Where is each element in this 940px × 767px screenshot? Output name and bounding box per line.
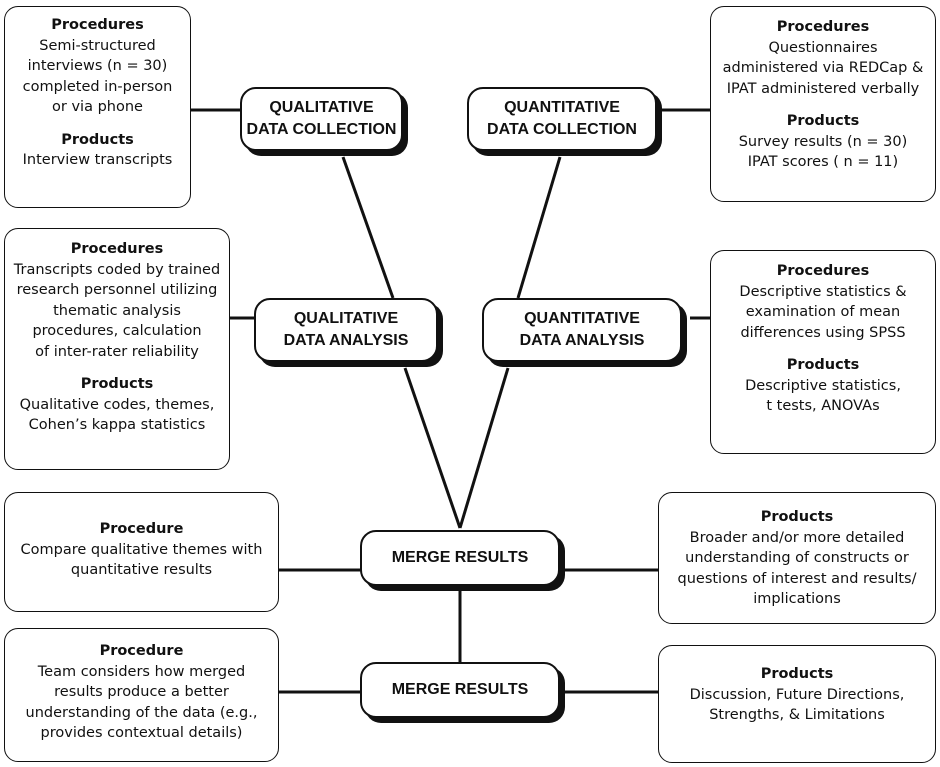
merge-results-box-1: MERGE RESULTS	[360, 530, 560, 586]
stage-label-line: MERGE RESULTS	[391, 549, 529, 566]
note-line: Questionnaires	[768, 39, 878, 56]
stage-label-line: QUALITATIVE	[293, 310, 399, 327]
products-heading: Products	[760, 666, 834, 682]
note-line: completed in-person	[22, 78, 173, 95]
note-line: or via phone	[52, 99, 143, 115]
stage-label-line: QUALITATIVE	[269, 99, 374, 116]
stage-label-line: DATA ANALYSIS	[283, 332, 409, 349]
qualitative-data-analysis-box: QUALITATIVE DATA ANALYSIS	[254, 298, 438, 362]
note-line: examination of mean	[745, 304, 901, 320]
procedures-heading: Procedures	[776, 263, 870, 279]
note-line: interviews (n = 30)	[27, 58, 168, 74]
note-line: questions of interest and results/	[677, 570, 917, 587]
quant-analysis-notes: Procedures Descriptive statistics & exam…	[710, 250, 936, 454]
quant-collection-to-analysis-line	[516, 156, 562, 299]
note-line: Broader and/or more detailed	[689, 529, 905, 546]
stage-label-line: DATA COLLECTION	[487, 121, 637, 138]
note-line: Team considers how merged	[37, 663, 246, 680]
stage-label-line: MERGE RESULTS	[391, 681, 529, 698]
procedure-heading: Procedure	[99, 643, 184, 659]
note-line: t tests, ANOVAs	[766, 398, 880, 414]
note-line: IPAT scores ( n = 11)	[747, 154, 899, 170]
note-line: Descriptive statistics &	[739, 283, 907, 300]
procedures-heading: Procedures	[51, 17, 144, 33]
note-line: Qualitative codes, themes,	[19, 396, 215, 413]
procedure-heading: Procedure	[99, 521, 184, 537]
quantitative-data-collection-box: QUANTITATIVE DATA COLLECTION	[467, 87, 657, 151]
merge-2-products-notes: Products Discussion, Future Directions, …	[658, 645, 936, 763]
note-line: research personnel utilizing	[16, 282, 218, 298]
products-heading: Products	[786, 357, 860, 373]
note-line: Survey results (n = 30)	[738, 133, 908, 150]
note-line: understanding of constructs or	[685, 550, 909, 566]
qualitative-data-collection-box: QUALITATIVE DATA COLLECTION	[240, 87, 403, 151]
note-line: Discussion, Future Directions,	[689, 686, 905, 703]
note-line: IPAT administered verbally	[726, 80, 920, 97]
note-line: results produce a better	[54, 684, 229, 700]
procedures-heading: Procedures	[70, 241, 164, 257]
note-line: Compare qualitative themes with	[20, 541, 263, 558]
stage-label-line: QUANTITATIVE	[504, 99, 620, 116]
note-line: Transcripts coded by trained	[13, 261, 221, 278]
stage-label-line: QUANTITATIVE	[524, 310, 640, 327]
procedures-heading: Procedures	[776, 19, 870, 35]
note-line: quantitative results	[70, 562, 213, 578]
quant-collection-notes: Procedures Questionnaires administered v…	[710, 6, 936, 202]
qual-collection-to-analysis-line	[341, 156, 395, 299]
qual-analysis-to-merge-line	[403, 367, 462, 529]
note-line: Semi-structured	[39, 37, 156, 54]
merge-1-products-notes: Products Broader and/or more detailed un…	[658, 492, 936, 624]
note-line: Descriptive statistics,	[745, 377, 901, 394]
note-line: Interview transcripts	[22, 152, 173, 168]
quant-analysis-to-merge-line	[458, 367, 510, 529]
note-line: understanding of the data (e.g.,	[25, 704, 258, 721]
note-line: procedures, calculation	[32, 323, 202, 339]
note-line: Cohen’s kappa statistics	[28, 417, 206, 433]
products-heading: Products	[786, 113, 860, 129]
stage-label-line: DATA COLLECTION	[246, 121, 397, 138]
note-line: provides contextual details)	[40, 725, 243, 741]
note-line: thematic analysis	[53, 302, 181, 319]
note-line: differences using SPSS	[740, 324, 906, 341]
note-line: Strengths, & Limitations	[709, 707, 885, 723]
note-line: administered via REDCap &	[722, 60, 924, 76]
note-line: implications	[753, 591, 841, 607]
merge-results-box-2: MERGE RESULTS	[360, 662, 560, 718]
products-heading: Products	[80, 376, 154, 392]
qual-collection-notes: Procedures Semi-structured interviews (n…	[4, 6, 191, 208]
products-heading: Products	[61, 131, 134, 148]
note-line: of inter-rater reliability	[35, 343, 199, 360]
merge-1-procedure-notes: Procedure Compare qualitative themes wit…	[4, 492, 279, 612]
quantitative-data-analysis-box: QUANTITATIVE DATA ANALYSIS	[482, 298, 682, 362]
stage-label-line: DATA ANALYSIS	[519, 332, 645, 349]
products-heading: Products	[760, 509, 834, 525]
qual-analysis-notes: Procedures Transcripts coded by trained …	[4, 228, 230, 470]
merge-2-procedure-notes: Procedure Team considers how merged resu…	[4, 628, 279, 762]
